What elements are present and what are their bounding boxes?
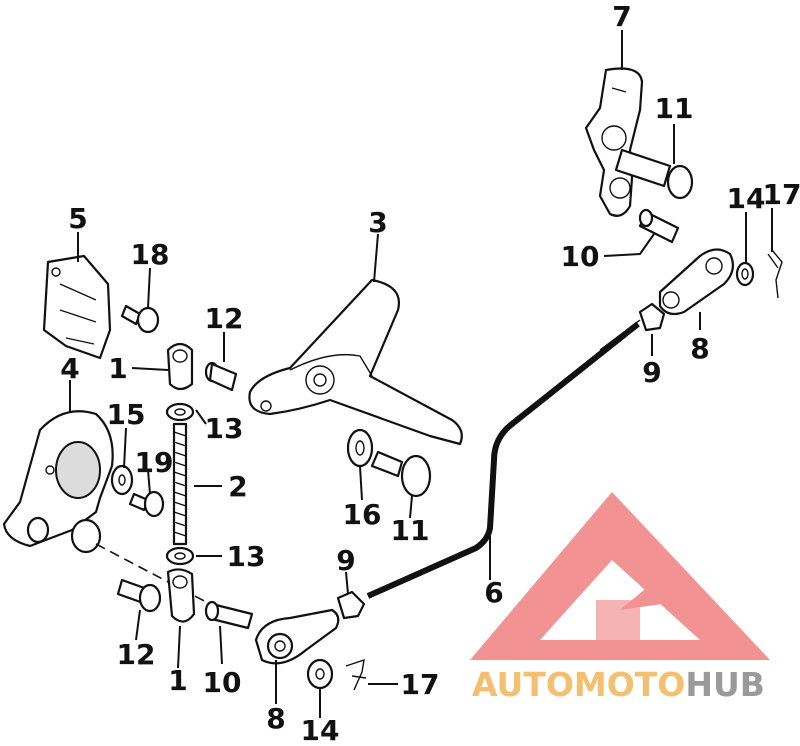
callout-4: 4 [60,352,79,385]
callout-1: 1 [168,664,187,697]
nut-part-9-bottom [336,590,366,620]
bolt-part-11-top [614,148,694,200]
washer-part-14-bottom [306,658,334,690]
washer-part-14-top [735,261,755,287]
callout-14: 14 [727,182,766,215]
callout-10: 10 [203,666,242,699]
callout-5: 5 [68,202,87,235]
rod-end-part-8-top [658,248,735,316]
rod-end-part-8-bottom [254,608,340,665]
callout-17: 17 [401,668,440,701]
housing-part-4 [2,410,114,554]
callout-12: 12 [205,302,244,335]
bracket-part-7 [584,67,644,217]
leader-lines [69,30,773,718]
nut-part-9-top [638,302,666,332]
callout-labels: 7 11 14 17 10 8 9 3 5 18 12 1 4 15 13 19… [60,0,800,746]
cotter-pin-part-17-bottom [345,658,367,691]
callout-12: 12 [117,638,156,671]
callout-15: 15 [107,398,146,431]
pin-part-10-bottom [204,600,254,630]
callout-1: 1 [108,352,127,385]
callout-7: 7 [612,0,631,33]
bolt-part-19 [128,490,165,518]
callout-9: 9 [642,356,661,389]
bolt-part-11-middle [370,450,432,498]
callout-2: 2 [228,470,247,503]
lever-part-3 [248,278,463,446]
washer-part-15 [110,464,134,496]
pin-part-12-top [204,361,238,392]
callout-9: 9 [336,544,355,577]
watermark-text: AUTOMOTOHUB [472,665,765,704]
callout-3: 3 [368,206,387,239]
nut-part-13-bottom [165,546,195,566]
watermark-brand-part2: HUB [685,665,765,704]
plate-part-5 [42,254,112,360]
svg-text:AUTOMOTOHUB: AUTOMOTOHUB [472,665,765,704]
callout-8: 8 [690,332,709,365]
control-rod-part-6 [366,319,641,599]
watermark-logo [470,492,770,660]
bolt-part-18 [120,304,160,334]
rod-end-part-1-top [166,342,194,391]
callout-18: 18 [131,238,170,271]
callout-10: 10 [561,240,600,273]
callout-17: 17 [763,178,800,211]
callout-11: 11 [655,92,694,125]
callout-8: 8 [266,702,285,735]
callout-14: 14 [301,714,340,746]
washer-part-16 [346,428,374,468]
rod-end-part-1-bottom [166,568,196,623]
callout-16: 16 [343,498,382,531]
callout-13: 13 [227,540,266,573]
threaded-shaft-part-2 [172,422,188,546]
assembly-axis-line [95,543,211,605]
watermark-brand-part1: AUTOMOTO [472,665,685,704]
callout-6: 6 [484,576,503,609]
pin-part-10-top [638,208,680,244]
callout-11: 11 [391,514,430,547]
callout-19: 19 [135,446,174,479]
nut-part-13-top [165,402,195,422]
cotter-pin-part-17-top [767,249,783,299]
callout-13: 13 [205,412,244,445]
pin-part-12-bottom [116,578,162,613]
